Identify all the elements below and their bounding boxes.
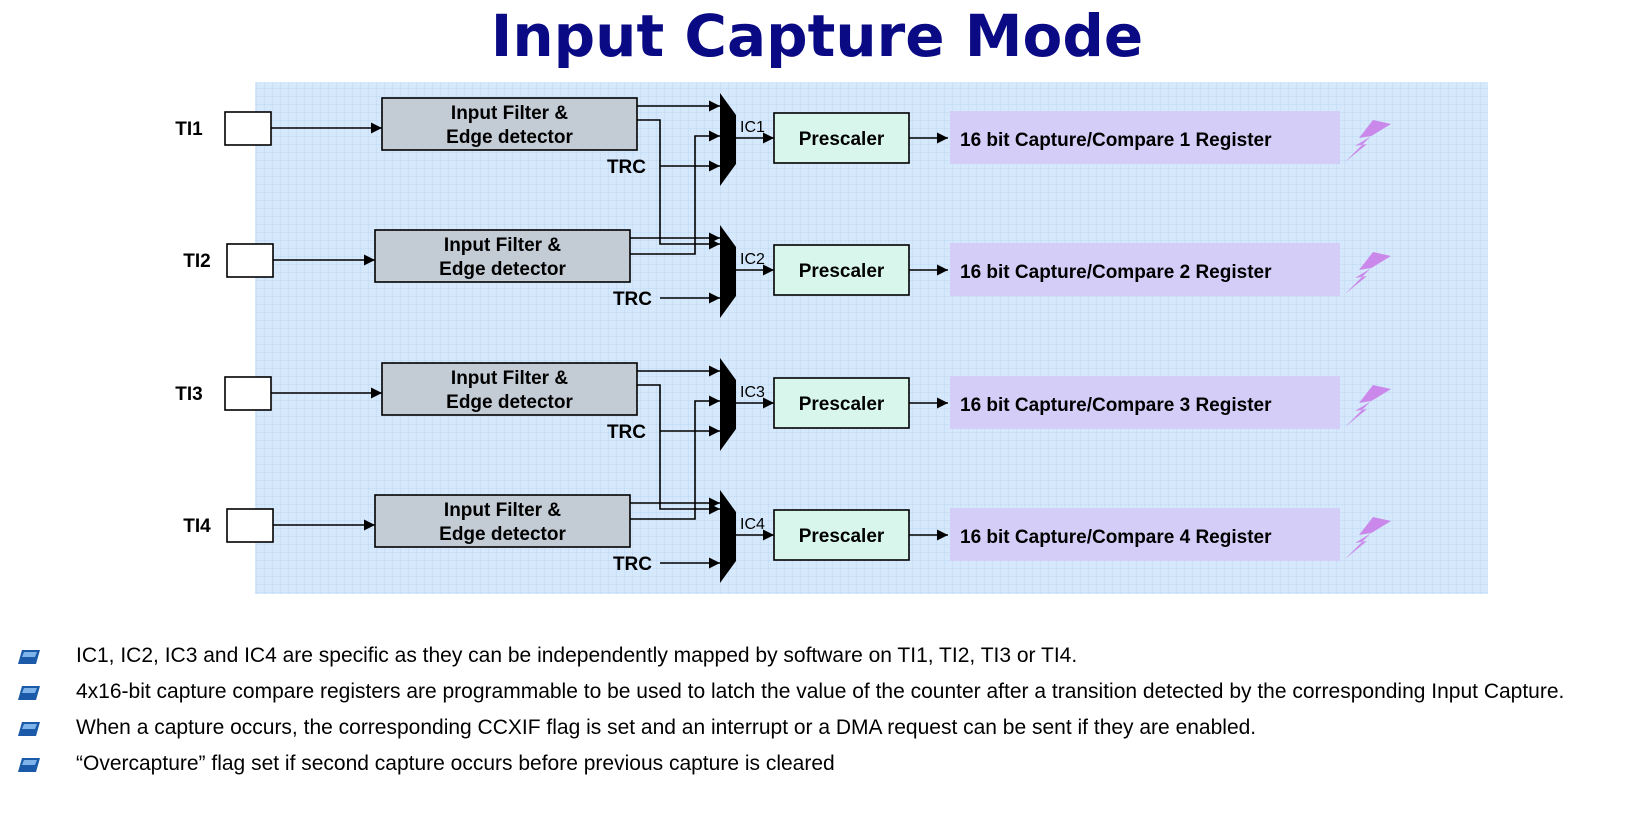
prescaler-block <box>773 112 910 164</box>
input-filter-block <box>381 362 638 416</box>
cross-link-up <box>630 395 720 520</box>
cross-link-down <box>637 119 720 250</box>
prescaler-label: Prescaler <box>799 394 885 415</box>
trc-label: TRC <box>613 289 652 310</box>
register-label: 16 bit Capture/Compare 4 Register <box>960 527 1272 548</box>
bullet-text: When a capture occurs, the corresponding… <box>76 716 1257 739</box>
bullet-item: “Overcapture” flag set if second capture… <box>0 748 1634 780</box>
input-mux <box>720 93 736 186</box>
input-pin-box <box>224 376 272 411</box>
input-mux <box>720 358 736 451</box>
register-label: 16 bit Capture/Compare 2 Register <box>960 262 1272 283</box>
input-pin-box <box>226 508 274 543</box>
bullet-text: 4x16-bit capture compare registers are p… <box>76 680 1565 703</box>
ic-label: IC2 <box>740 251 765 268</box>
bullet-item: When a capture occurs, the corresponding… <box>0 712 1634 744</box>
prescaler-label: Prescaler <box>799 526 885 547</box>
interrupt-lightning-icon <box>1345 120 1391 162</box>
input-filter-block <box>374 494 631 548</box>
input-label: TI3 <box>175 384 202 405</box>
ic-label: IC3 <box>740 384 765 401</box>
bullet-icon <box>18 650 40 664</box>
interrupt-lightning-icon <box>1345 517 1391 559</box>
trc-label: TRC <box>607 422 646 443</box>
input-filter-block <box>374 229 631 283</box>
capture-register-block <box>950 376 1340 429</box>
input-label: TI2 <box>183 251 210 272</box>
input-label: TI4 <box>183 516 211 537</box>
cross-link-down <box>637 384 720 515</box>
bullet-item: 4x16-bit capture compare registers are p… <box>0 676 1634 708</box>
filter-label-line1: Input Filter & <box>451 103 568 124</box>
register-label: 16 bit Capture/Compare 1 Register <box>960 130 1272 151</box>
input-label: TI1 <box>175 119 203 140</box>
capture-register-block <box>950 243 1340 296</box>
prescaler-block <box>773 377 910 429</box>
prescaler-label: Prescaler <box>799 129 885 150</box>
register-label: 16 bit Capture/Compare 3 Register <box>960 395 1272 416</box>
ic-label: IC1 <box>740 119 765 136</box>
interrupt-lightning-icon <box>1345 252 1391 294</box>
capture-register-block <box>950 111 1340 164</box>
filter-label-line1: Input Filter & <box>444 235 561 256</box>
input-filter-block <box>381 97 638 151</box>
bullet-icon <box>18 722 40 736</box>
prescaler-label: Prescaler <box>799 261 885 282</box>
filter-label-line1: Input Filter & <box>451 368 568 389</box>
prescaler-block <box>773 509 910 561</box>
filter-label-line2: Edge detector <box>446 392 573 413</box>
filter-label-line2: Edge detector <box>446 127 573 148</box>
bullet-icon <box>18 758 40 772</box>
bullet-text: “Overcapture” flag set if second capture… <box>76 752 835 775</box>
ic-label: IC4 <box>740 516 765 533</box>
bullet-item: IC1, IC2, IC3 and IC4 are specific as th… <box>0 640 1634 672</box>
filter-label-line2: Edge detector <box>439 259 566 280</box>
filter-label-line1: Input Filter & <box>444 500 561 521</box>
page-title: Input Capture Mode <box>490 2 1144 70</box>
bullet-icon <box>18 686 40 700</box>
input-mux <box>720 225 736 318</box>
input-pin-box <box>224 111 272 146</box>
cross-link-up <box>630 130 720 255</box>
trc-label: TRC <box>613 554 652 575</box>
input-mux <box>720 490 736 583</box>
filter-label-line2: Edge detector <box>439 524 566 545</box>
capture-register-block <box>950 508 1340 561</box>
bullet-text: IC1, IC2, IC3 and IC4 are specific as th… <box>76 644 1078 667</box>
trc-label: TRC <box>607 157 646 178</box>
bullet-list: IC1, IC2, IC3 and IC4 are specific as th… <box>0 640 1634 784</box>
interrupt-lightning-icon <box>1345 385 1391 427</box>
input-pin-box <box>226 243 274 278</box>
